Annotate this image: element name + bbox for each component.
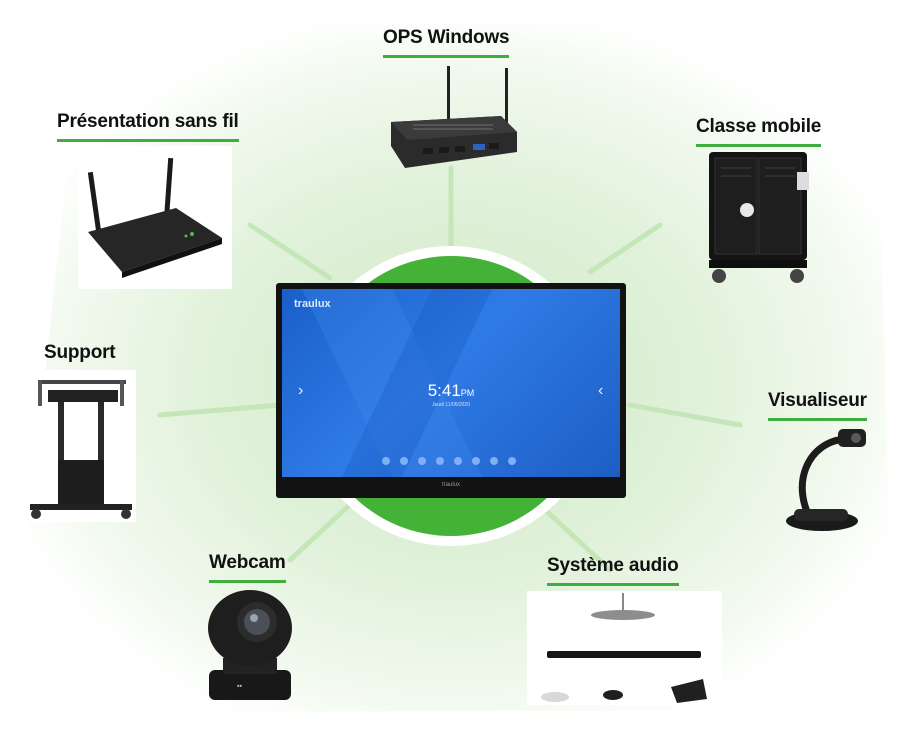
left-chevron-icon[interactable]: › — [298, 382, 304, 399]
display-stand-icon — [30, 380, 132, 519]
document-camera-icon — [786, 429, 866, 531]
label-classe-mobile: Classe mobile — [696, 116, 821, 147]
audio-system-icon — [541, 593, 707, 703]
display-screen: traulux › ‹ 5:41PM Jeudi 11/06/2020 — [282, 289, 620, 477]
clock-suffix: PM — [460, 388, 475, 398]
label-visualiseur: Visualiseur — [768, 390, 867, 421]
label-webcam: Webcam — [209, 552, 286, 583]
wifi-router-icon — [87, 157, 222, 278]
webcam-icon: ▪▪ — [208, 590, 292, 700]
label-ops-windows: OPS Windows — [383, 27, 510, 58]
app-icon — [382, 457, 390, 465]
screen-brand: traulux — [294, 298, 331, 310]
app-icon — [400, 457, 408, 465]
label-systeme-audio: Système audio — [547, 555, 679, 586]
connection-rays — [157, 165, 743, 573]
webcam-logo: ▪▪ — [237, 683, 242, 690]
app-icon — [436, 457, 444, 465]
right-chevron-icon[interactable]: ‹ — [598, 382, 604, 399]
charging-cart-icon — [709, 152, 809, 283]
bezel-brand: traulux — [441, 482, 460, 488]
label-presentation-sans-fil: Présentation sans fil — [57, 111, 239, 142]
mini-pc-icon — [391, 66, 517, 168]
screen-wallpaper — [302, 289, 492, 477]
clock: 5:41PM — [282, 381, 620, 401]
app-dock — [382, 457, 516, 465]
app-icon — [418, 457, 426, 465]
app-icon — [490, 457, 498, 465]
clock-time: 5:41 — [427, 381, 461, 400]
clock-date: Jeudi 11/06/2020 — [432, 402, 470, 408]
app-icon — [472, 457, 480, 465]
app-icon — [508, 457, 516, 465]
interactive-display: traulux › ‹ 5:41PM Jeudi 11/06/2020 trau… — [276, 283, 626, 498]
app-icon — [454, 457, 462, 465]
label-support: Support — [44, 342, 116, 373]
